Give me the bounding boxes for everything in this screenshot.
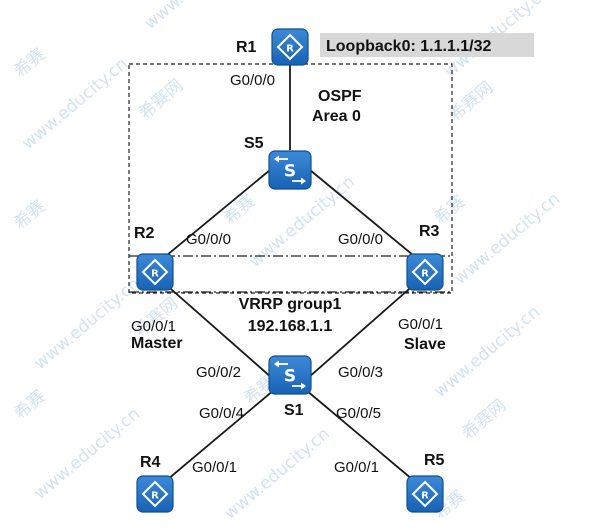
- watermark-cn: 希赛: [10, 44, 50, 82]
- if-r2-g000: G0/0/0: [186, 231, 231, 248]
- loopback-label-bg: [320, 33, 534, 57]
- watermark-cn: 希赛: [10, 196, 50, 234]
- router-icon[interactable]: [136, 475, 174, 513]
- switch-icon[interactable]: [268, 355, 312, 395]
- if-r4-g001: G0/0/1: [192, 459, 237, 476]
- switch-icon[interactable]: [268, 150, 312, 190]
- device-label-r3: R3: [419, 223, 440, 240]
- watermark-net: 希赛网: [445, 77, 498, 126]
- watermark-layer: 希赛 www.educity.cn www.educity.cn 希赛网 www…: [10, 0, 564, 524]
- router-icon[interactable]: [406, 253, 444, 291]
- loopback-label: Loopback0: 1.1.1.1/32: [326, 38, 492, 55]
- if-s1-g003: G0/0/3: [338, 364, 383, 381]
- link-s5-r3: [309, 169, 426, 266]
- role-master: Master: [131, 335, 183, 352]
- router-icon[interactable]: [406, 475, 444, 513]
- role-slave: Slave: [404, 336, 446, 353]
- vrrp-vip-label: 192.168.1.1: [248, 318, 333, 335]
- if-s1-g002: G0/0/2: [196, 364, 241, 381]
- watermark-cn: 希赛: [10, 386, 50, 424]
- links: [154, 65, 426, 491]
- watermark-site: www.educity.cn: [430, 302, 544, 402]
- watermark-site: www.educity.cn: [30, 404, 144, 504]
- device-label-s5: S5: [244, 135, 264, 152]
- watermark-site: www.educity.cn: [30, 274, 144, 374]
- link-r3-s1: [299, 274, 426, 386]
- ospf-label: OSPF: [318, 88, 362, 105]
- link-r2-s1: [154, 274, 281, 386]
- link-s1-r5: [299, 384, 426, 491]
- device-label-s1: S1: [284, 402, 304, 419]
- watermark-site: www.educity.cn: [450, 189, 564, 289]
- if-r3-g001: G0/0/1: [398, 316, 443, 333]
- if-r1-g000: G0/0/0: [230, 72, 275, 89]
- watermark-net: 希赛网: [135, 75, 188, 124]
- watermark-site: www.educity.cn: [140, 0, 254, 34]
- router-icon[interactable]: [271, 28, 309, 66]
- device-label-r4: R4: [140, 454, 161, 471]
- if-s1-g004: G0/0/4: [199, 405, 244, 422]
- if-r3-g000: G0/0/0: [338, 231, 383, 248]
- if-r5-g001: G0/0/1: [334, 459, 379, 476]
- device-label-r2: R2: [134, 225, 155, 242]
- watermark-net: 希赛网: [458, 395, 511, 444]
- ospf-area-label: Area 0: [312, 108, 361, 125]
- if-r2-g001: G0/0/1: [131, 318, 176, 335]
- device-label-r1: R1: [236, 39, 257, 56]
- vrrp-group-label: VRRP group1: [239, 296, 342, 313]
- link-s5-r2: [154, 169, 271, 266]
- if-s1-g005: G0/0/5: [336, 405, 381, 422]
- router-icon[interactable]: [136, 253, 174, 291]
- watermark-cn: 希赛: [220, 191, 260, 229]
- device-label-r5: R5: [424, 452, 445, 469]
- watermark-site: www.educity.cn: [220, 424, 334, 524]
- link-s1-r4: [154, 384, 281, 491]
